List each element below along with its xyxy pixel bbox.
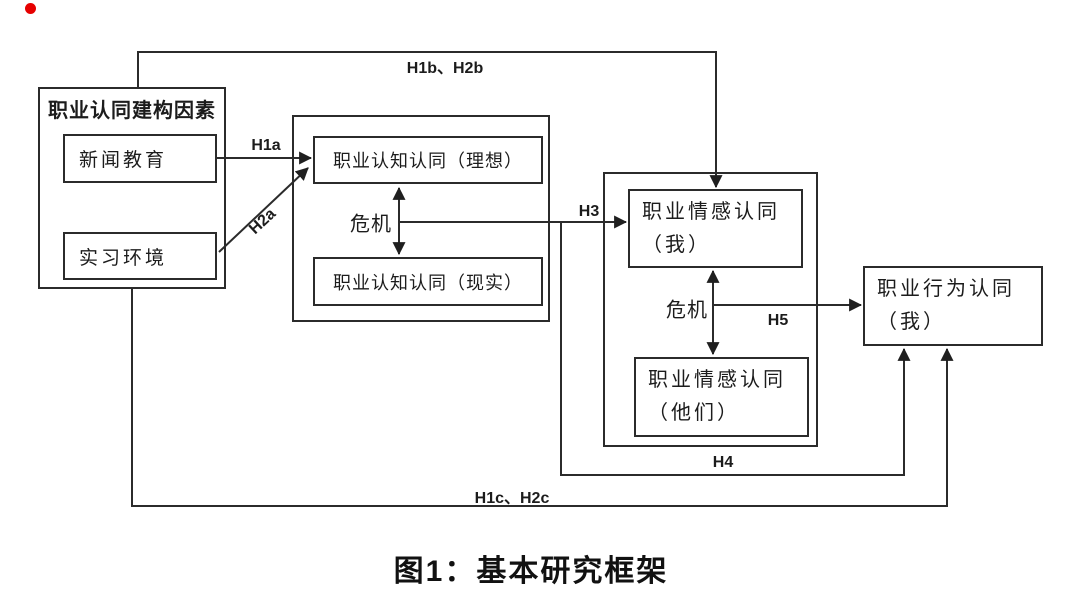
- h3-label: H3: [578, 203, 600, 220]
- emotional-them-line2: （他们）: [648, 402, 740, 424]
- news-education-label: 新闻教育: [79, 150, 168, 171]
- internship-environment-box: 实习环境: [63, 232, 217, 280]
- emotional-me-line2: （我）: [642, 233, 711, 256]
- h4-label: H4: [712, 454, 734, 471]
- h1a-label: H1a: [251, 137, 281, 154]
- crisis-cognitive-label: 危机: [350, 213, 392, 236]
- cognitive-reality-label: 职业认知认同（现实）: [333, 272, 523, 293]
- red-dot: [25, 3, 36, 14]
- emotional-them-line1: 职业情感认同: [648, 369, 786, 391]
- internship-environment-label: 实习环境: [79, 247, 168, 269]
- emotional-them-box: 职业情感认同 （他们）: [634, 357, 809, 437]
- figure-caption: 图1：基本研究框架: [393, 555, 669, 588]
- emotional-me-box: 职业情感认同 （我）: [628, 189, 803, 268]
- emotional-me-line1: 职业情感认同: [642, 200, 780, 223]
- construct-factors-title: 职业认同建构因素: [48, 100, 216, 122]
- crisis-emotional-label: 危机: [666, 299, 708, 322]
- cognitive-ideal-box: 职业认知认同（理想）: [313, 136, 543, 184]
- behavioral-me-box: 职业行为认同 （我）: [863, 266, 1043, 346]
- h2a-label: H2a: [246, 205, 280, 238]
- h5-label: H5: [767, 312, 789, 329]
- behavioral-me-line2: （我）: [877, 311, 946, 333]
- h1c-h2c-label: H1c、H2c: [474, 490, 550, 507]
- news-education-box: 新闻教育: [63, 134, 217, 183]
- cognitive-ideal-label: 职业认知认同（理想）: [333, 151, 523, 171]
- cognitive-reality-box: 职业认知认同（现实）: [313, 257, 543, 306]
- h1b-h2b-label: H1b、H2b: [406, 60, 484, 77]
- behavioral-me-line1: 职业行为认同: [877, 278, 1015, 300]
